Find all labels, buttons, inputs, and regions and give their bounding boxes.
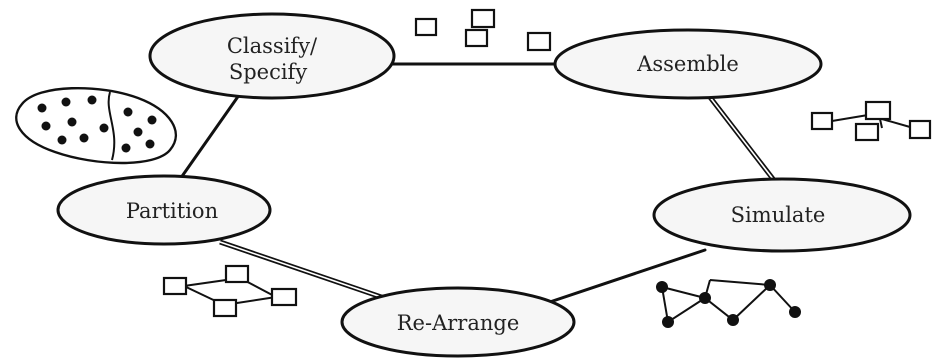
edge-partition-classify: [176, 86, 246, 184]
node-label-rearrange: Re-Arrange: [397, 311, 520, 335]
cycle-edges: [176, 62, 782, 314]
node-rearrange: Re-Arrange: [340, 286, 576, 358]
node-graph-icon: [656, 279, 801, 328]
loose-boxes-icon: [414, 8, 552, 52]
edge-rearrange-partition: [219, 239, 397, 305]
node-label-classify-line1: Classify/: [227, 34, 318, 58]
node-simulate: Simulate: [652, 177, 912, 253]
node-assemble: Assemble: [553, 28, 823, 100]
node-label-simulate: Simulate: [731, 203, 826, 227]
node-classify-specify: Classify/ Specify: [148, 12, 396, 100]
edge-assemble-simulate: [704, 90, 782, 190]
connected-boxes-icon: [810, 100, 932, 142]
node-label-partition: Partition: [126, 199, 218, 223]
node-label-assemble: Assemble: [636, 52, 739, 76]
node-label-classify-line2: Specify: [229, 60, 308, 84]
linked-boxes-icon: [162, 264, 298, 318]
partitioned-dots-icon: [15, 87, 177, 165]
node-partition: Partition: [56, 174, 272, 246]
